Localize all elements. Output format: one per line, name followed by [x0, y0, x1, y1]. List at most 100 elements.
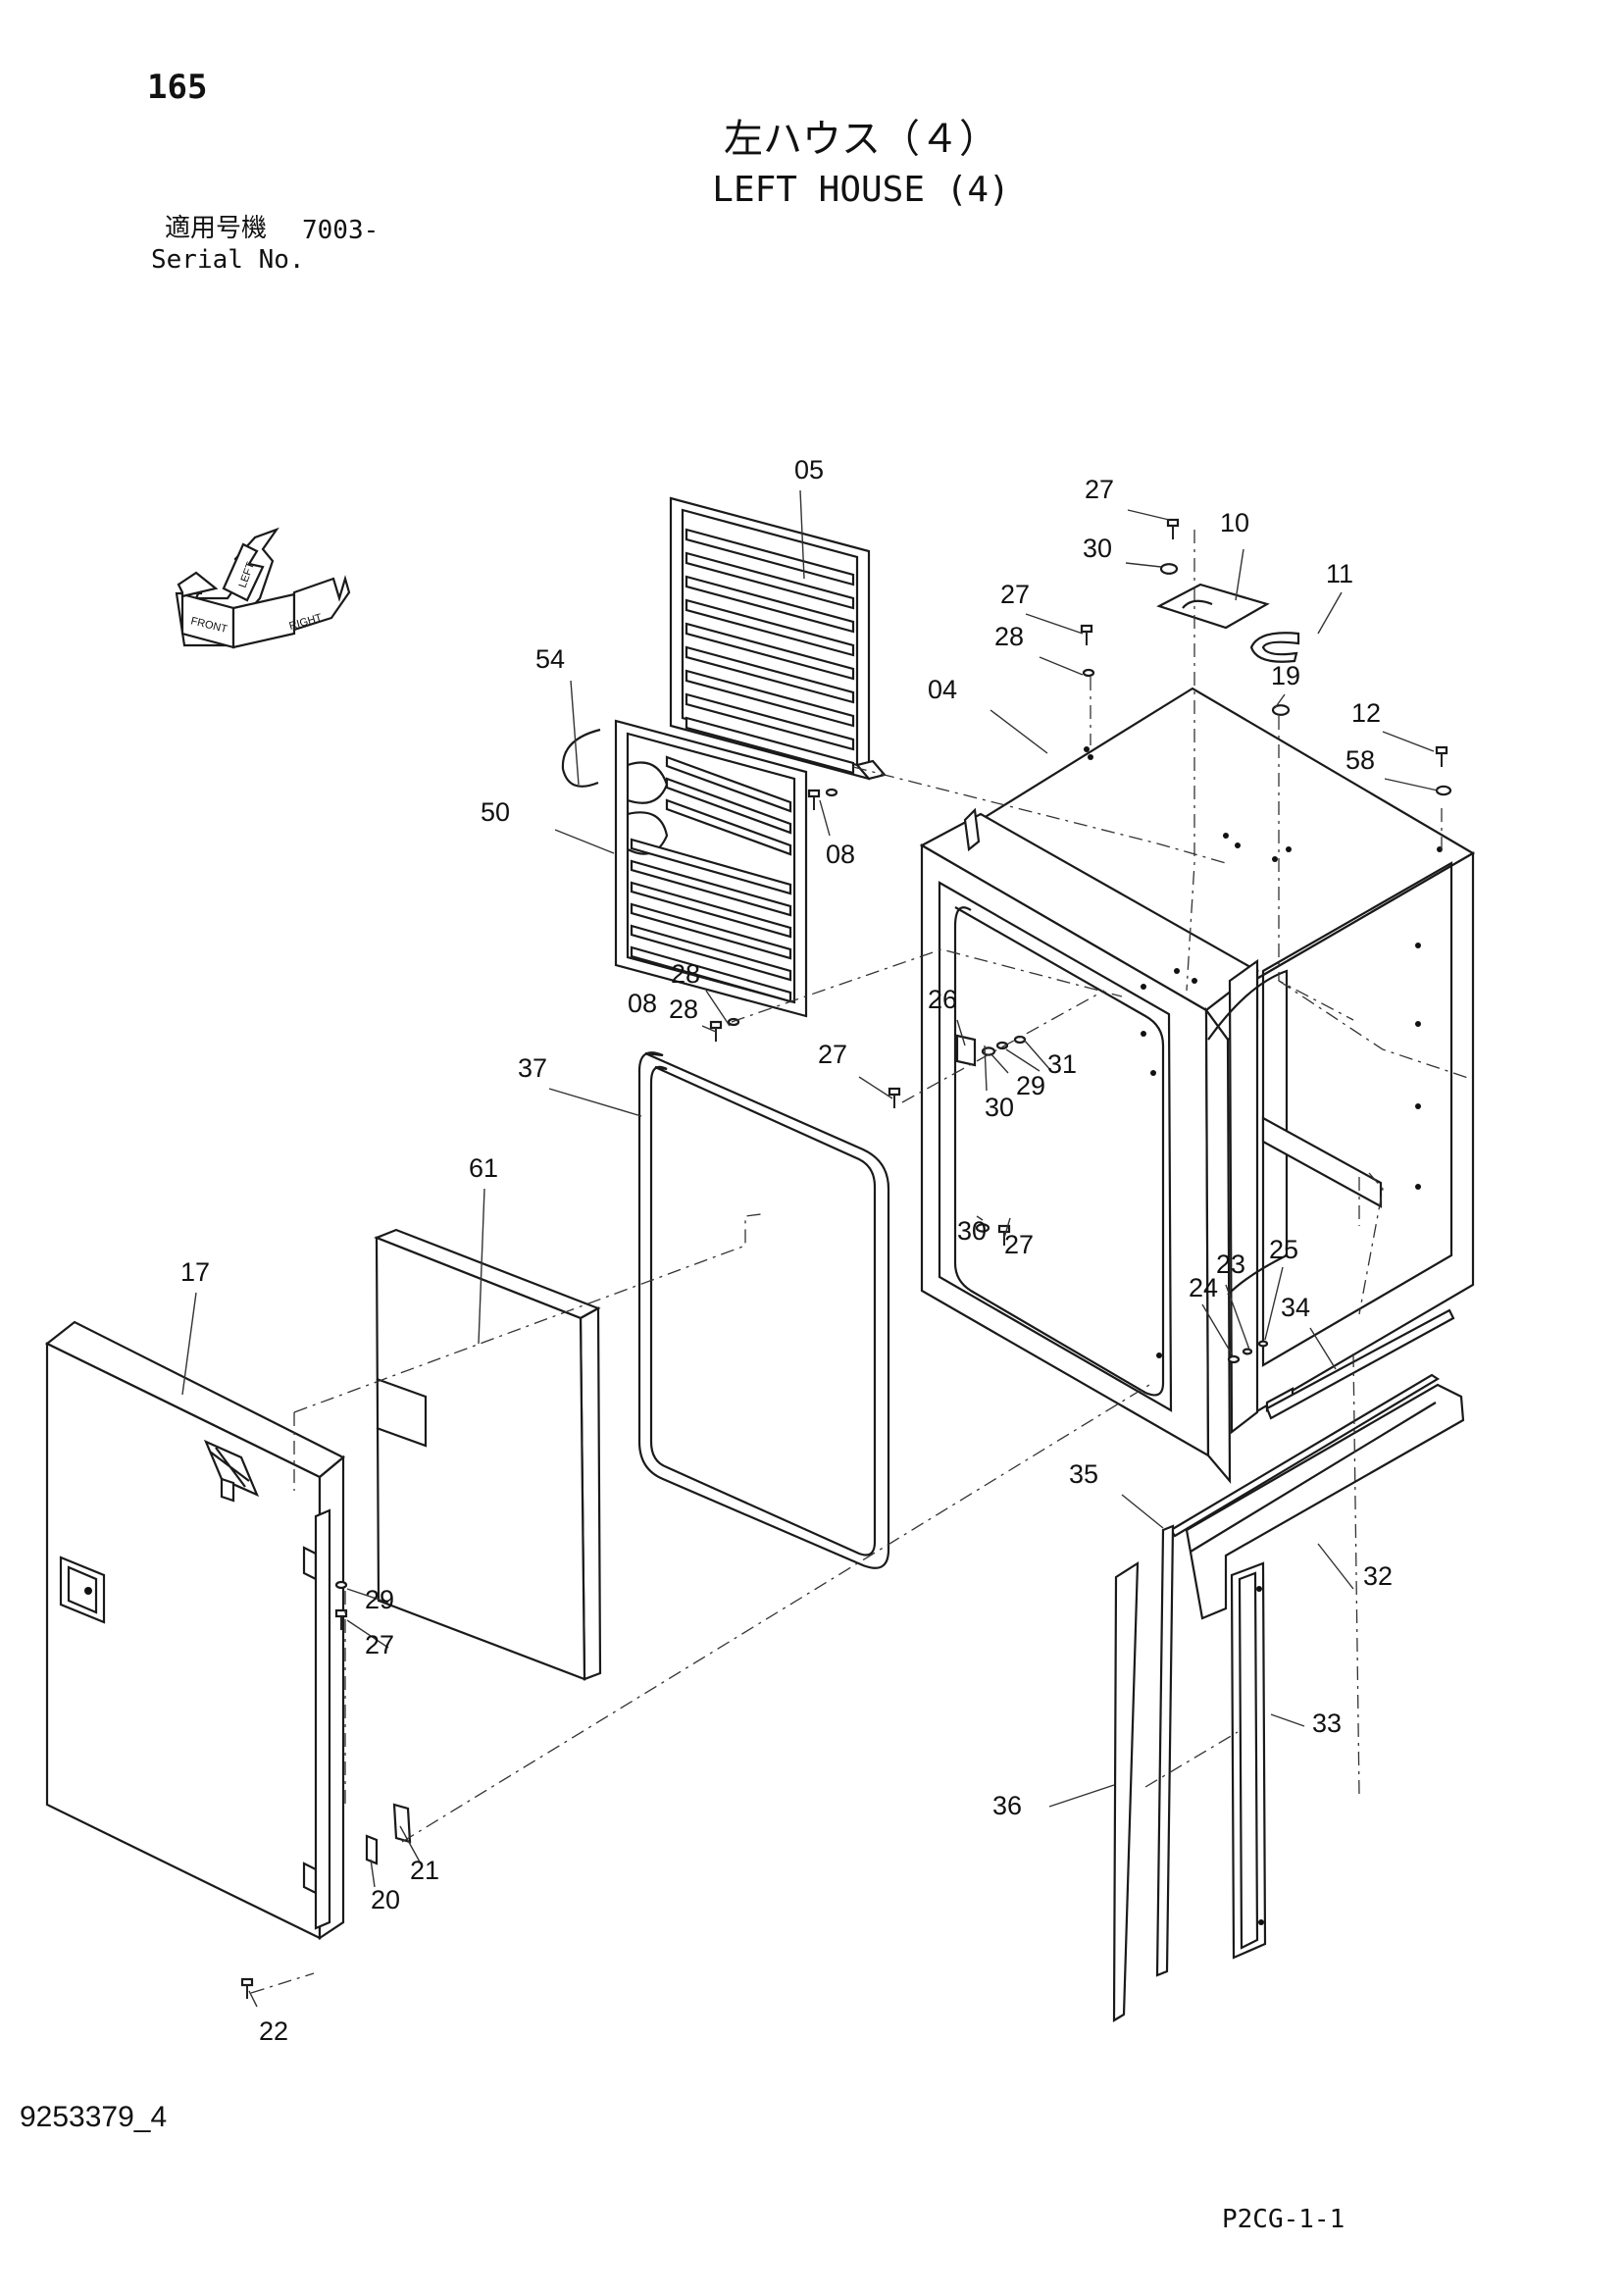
callout-number: 21: [410, 1856, 439, 1885]
mounting-hole: [1150, 1070, 1156, 1076]
mounting-hole: [1286, 846, 1292, 852]
serial-label-english: Serial No.: [151, 245, 305, 275]
callout-number: 30: [957, 1216, 987, 1246]
callout-number: 11: [1326, 559, 1353, 588]
fastener-hardware: [240, 518, 1452, 1999]
callout-number: 17: [180, 1257, 210, 1287]
assembly-line: [901, 990, 1105, 1103]
mounting-hole: [1192, 978, 1197, 984]
bolt-head: [1166, 518, 1180, 528]
callout-number: 27: [1004, 1230, 1034, 1259]
grille-slat: [685, 669, 855, 728]
leader-line: [1317, 1543, 1354, 1590]
assembly-line: [250, 1972, 315, 1994]
seal-strip-36: [1112, 1560, 1140, 2022]
callout-number: 27: [1000, 580, 1030, 609]
washer: [334, 1580, 348, 1590]
callout-number: 29: [365, 1585, 394, 1614]
washer: [975, 1223, 990, 1233]
channel-bracket-33: [1230, 1561, 1267, 1960]
grille-slat: [685, 551, 855, 610]
window-seal: [637, 1051, 890, 1569]
leader-line: [1309, 1327, 1337, 1370]
callout-number: 08: [826, 840, 855, 869]
u-bolt-11: [1249, 632, 1300, 663]
leader-line: [984, 1045, 988, 1092]
insulation-panel: [374, 1228, 602, 1681]
grille-slat: [630, 902, 792, 960]
bracket-slot: [1182, 599, 1213, 609]
assembly-line: [731, 948, 1123, 1023]
grille-lower: [614, 719, 808, 1018]
callout-number: 61: [469, 1153, 498, 1183]
callout-number: 29: [1016, 1071, 1045, 1100]
leader-line: [181, 1292, 197, 1396]
assembly-line: [1278, 980, 1472, 1080]
leader-line: [819, 799, 831, 837]
grille-slat: [630, 881, 792, 939]
bracket-plate-10: [1156, 583, 1270, 630]
callout-number: 27: [1085, 475, 1114, 504]
callout-number: 19: [1271, 661, 1300, 690]
grille-slat: [630, 859, 792, 917]
assembly-line: [852, 766, 1227, 864]
mounting-hole: [1415, 943, 1421, 948]
callout-number: 50: [481, 797, 510, 827]
seal-strip-35: [1155, 1524, 1175, 1977]
assembly-lines: [250, 530, 1472, 1994]
callout-number: 54: [535, 644, 565, 674]
mounting-hole: [1272, 856, 1278, 862]
mounting-hole: [1223, 833, 1229, 839]
mounting-hole: [1235, 842, 1241, 848]
grille-slat: [685, 528, 855, 587]
leader-line: [1127, 509, 1170, 521]
drawing-number: 9253379_4: [20, 2101, 168, 2133]
washer: [1159, 563, 1179, 575]
mounting-hole: [1415, 1021, 1421, 1027]
leader-line: [399, 1825, 423, 1866]
leader-line: [554, 829, 615, 854]
callout-number: 36: [992, 1791, 1022, 1820]
leader-line: [346, 1619, 389, 1649]
washer: [825, 788, 838, 797]
seal-strip-34: [1265, 1308, 1455, 1420]
grille-slat: [685, 575, 855, 634]
housing-box: [919, 687, 1476, 1485]
leader-line: [1382, 731, 1435, 752]
callout-number: 28: [671, 959, 700, 989]
washer: [1082, 668, 1095, 678]
leader-line: [1003, 1217, 1011, 1239]
callout-number: 23: [1216, 1250, 1245, 1279]
callout-number: 26: [928, 985, 957, 1014]
leader-line: [1201, 1303, 1235, 1358]
u-clip-54: [561, 728, 601, 788]
grille-slat: [685, 598, 855, 657]
leader-line: [1235, 548, 1244, 601]
assembly-line: [1186, 530, 1195, 992]
leader-line: [1225, 1284, 1250, 1351]
assembly-line: [293, 1213, 762, 1413]
callout-number: 24: [1189, 1273, 1218, 1302]
mounting-hole: [1174, 968, 1180, 974]
callout-number: 27: [365, 1630, 394, 1659]
serial-label-japanese: 適用号機: [165, 214, 268, 243]
mounting-hole: [1141, 984, 1146, 990]
washer: [1435, 785, 1452, 796]
callout-number: 12: [1351, 698, 1381, 728]
mounting-hole: [1156, 1352, 1162, 1358]
callout-number: 31: [1047, 1049, 1077, 1079]
bolt-head: [240, 1977, 254, 1987]
washer: [1271, 704, 1291, 716]
washer: [995, 1041, 1009, 1050]
grille-slat: [665, 798, 792, 856]
leader-line: [346, 1588, 389, 1604]
leader-line: [701, 1025, 717, 1033]
grille-slat: [685, 622, 855, 681]
grille-slat: [665, 755, 792, 813]
leader-line: [1025, 613, 1084, 635]
assembly-line: [1144, 1731, 1239, 1788]
callout-leaders: [181, 489, 1439, 2008]
leader-line: [799, 489, 805, 580]
callout-number: 32: [1363, 1561, 1393, 1591]
